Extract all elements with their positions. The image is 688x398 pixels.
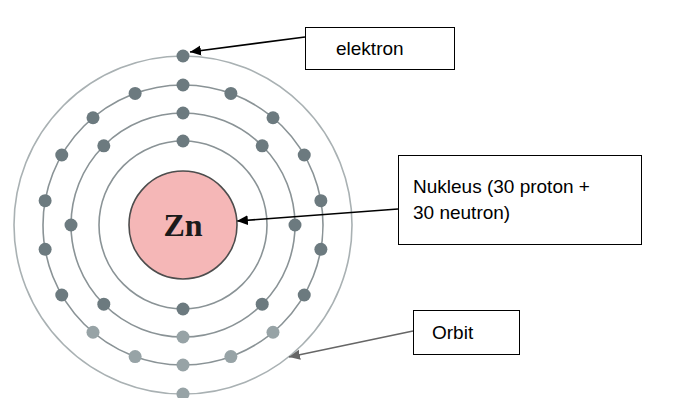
electron-dot bbox=[177, 388, 190, 398]
orbit-shell bbox=[99, 141, 267, 309]
electron-dot bbox=[177, 79, 190, 92]
electron-dot bbox=[314, 243, 327, 256]
electron-group bbox=[39, 50, 328, 398]
electron-dot bbox=[256, 139, 269, 152]
electron-dot bbox=[55, 149, 68, 162]
electron-dot bbox=[177, 303, 190, 316]
connector-arrow bbox=[237, 209, 398, 221]
callout-text: Orbit bbox=[432, 320, 473, 346]
electron-dot bbox=[314, 194, 327, 207]
electron-dot bbox=[177, 50, 190, 63]
electron-dot bbox=[256, 298, 269, 311]
orbit-shell bbox=[71, 113, 295, 337]
electron-dot bbox=[97, 298, 110, 311]
callout-box: Orbit bbox=[413, 310, 520, 355]
electron-dot bbox=[177, 107, 190, 120]
leader-arrow bbox=[289, 331, 413, 357]
electron-dot bbox=[87, 111, 100, 124]
electron-dot bbox=[298, 149, 311, 162]
electron-dot bbox=[55, 289, 68, 302]
electron-dot bbox=[298, 289, 311, 302]
callout-text: elektron bbox=[336, 36, 404, 62]
electron-dot bbox=[39, 243, 52, 256]
electron-dot bbox=[97, 139, 110, 152]
element-symbol: Zn bbox=[163, 207, 202, 244]
electron-dot bbox=[266, 326, 279, 339]
electron-dot bbox=[177, 359, 190, 372]
electron-dot bbox=[224, 350, 237, 363]
orbit-shell bbox=[43, 85, 323, 365]
nucleus-fill bbox=[129, 171, 237, 279]
orbit-shell bbox=[14, 56, 352, 394]
electron-dot bbox=[289, 219, 302, 232]
callout-box: elektron bbox=[305, 27, 455, 70]
nucleus-circle: Zn bbox=[128, 170, 238, 280]
electron-dot bbox=[129, 87, 142, 100]
leader-arrow bbox=[190, 37, 305, 52]
electron-dot bbox=[177, 331, 190, 344]
electron-dot bbox=[39, 194, 52, 207]
callout-text: Nukleus (30 proton + 30 neutron) bbox=[413, 174, 605, 225]
electron-dot bbox=[177, 135, 190, 148]
electron-dot bbox=[129, 350, 142, 363]
electron-dot bbox=[87, 326, 100, 339]
electron-dot bbox=[65, 219, 78, 232]
callout-box: Nukleus (30 proton + 30 neutron) bbox=[398, 155, 642, 245]
electron-dot bbox=[224, 87, 237, 100]
electron-dot bbox=[266, 111, 279, 124]
